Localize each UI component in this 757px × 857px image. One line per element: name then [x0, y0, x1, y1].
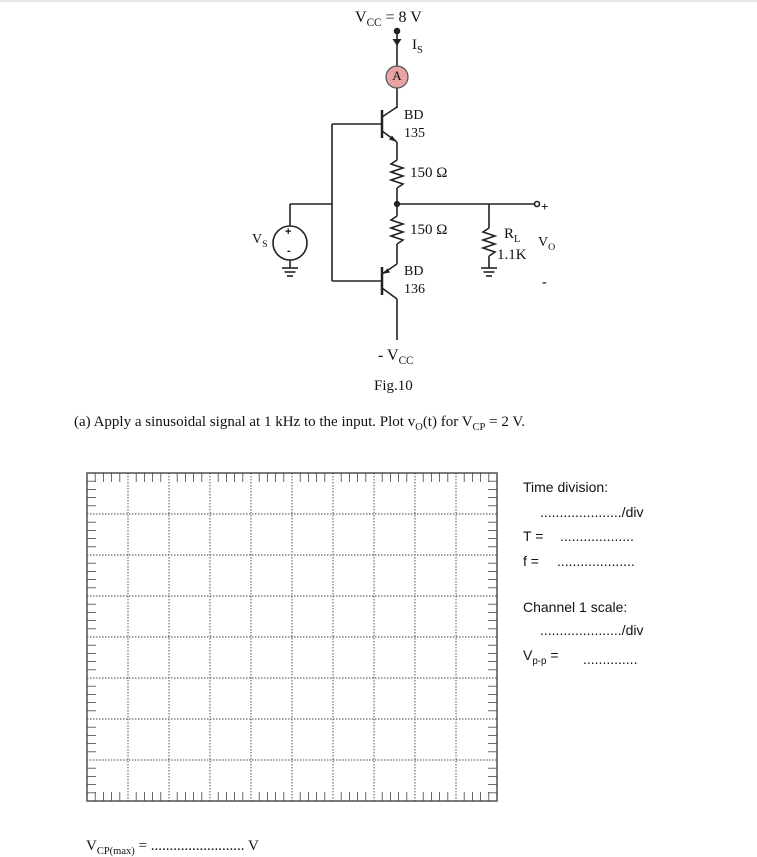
- channel-scale-blank: ...................../div: [540, 622, 644, 638]
- neg-vcc-label: - VCC: [378, 347, 414, 368]
- r2-label: 150 Ω: [410, 222, 448, 238]
- channel-scale-label: Channel 1 scale:: [523, 599, 628, 615]
- q1-emitter-arrow-icon: [389, 135, 397, 142]
- r1-label: 150 Ω: [410, 165, 448, 181]
- output-terminal: [533, 200, 541, 208]
- vcc-label: VCC = 8 V: [355, 9, 422, 30]
- output-plus: +: [541, 199, 549, 214]
- q2-label-line2: 136: [404, 282, 425, 297]
- vpp-blank: ..............: [583, 651, 638, 667]
- vs-label: VS: [252, 232, 268, 250]
- r1-zigzag: [388, 159, 406, 189]
- vpp-label: Vp-p =: [523, 647, 559, 667]
- page-top-border: [0, 0, 757, 2]
- oscilloscope-grid: [86, 472, 498, 802]
- time-division-blank: ...................../div: [540, 504, 644, 520]
- period-label: T =: [523, 528, 544, 544]
- frequency-label: f =: [523, 553, 539, 569]
- supply-node: [393, 27, 401, 35]
- q1-label-line1: BD: [404, 108, 424, 123]
- r2-zigzag: [388, 215, 406, 245]
- current-arrow-icon: [392, 39, 402, 46]
- figure-caption: Fig.10: [374, 378, 413, 394]
- source-minus: -: [287, 245, 291, 257]
- source-plus: +: [285, 226, 292, 238]
- q2-label-line1: BD: [404, 264, 424, 279]
- vo-label: VO: [538, 235, 556, 253]
- frequency-blank: ....................: [557, 553, 635, 569]
- rl-label: RL: [504, 226, 521, 245]
- rl-value: 1.1K: [497, 247, 527, 263]
- q2-collector: [381, 287, 398, 300]
- is-label: IS: [412, 37, 423, 56]
- q2-emitter-arrow-icon: [382, 268, 390, 274]
- q1-collector: [381, 106, 398, 118]
- q1-label-line2: 135: [404, 126, 425, 141]
- ammeter-label: A: [392, 68, 402, 83]
- ammeter-icon: [385, 65, 409, 89]
- period-blank: ...................: [560, 528, 634, 544]
- time-division-label: Time division:: [523, 479, 609, 495]
- rl-zigzag: [480, 227, 498, 257]
- circuit-schematic: [272, 27, 541, 340]
- vcp-max-answer: VCP(max) = ......................... V: [86, 838, 259, 857]
- question-text: (a) Apply a sinusoidal signal at 1 kHz t…: [74, 414, 525, 433]
- output-minus: -: [542, 275, 547, 290]
